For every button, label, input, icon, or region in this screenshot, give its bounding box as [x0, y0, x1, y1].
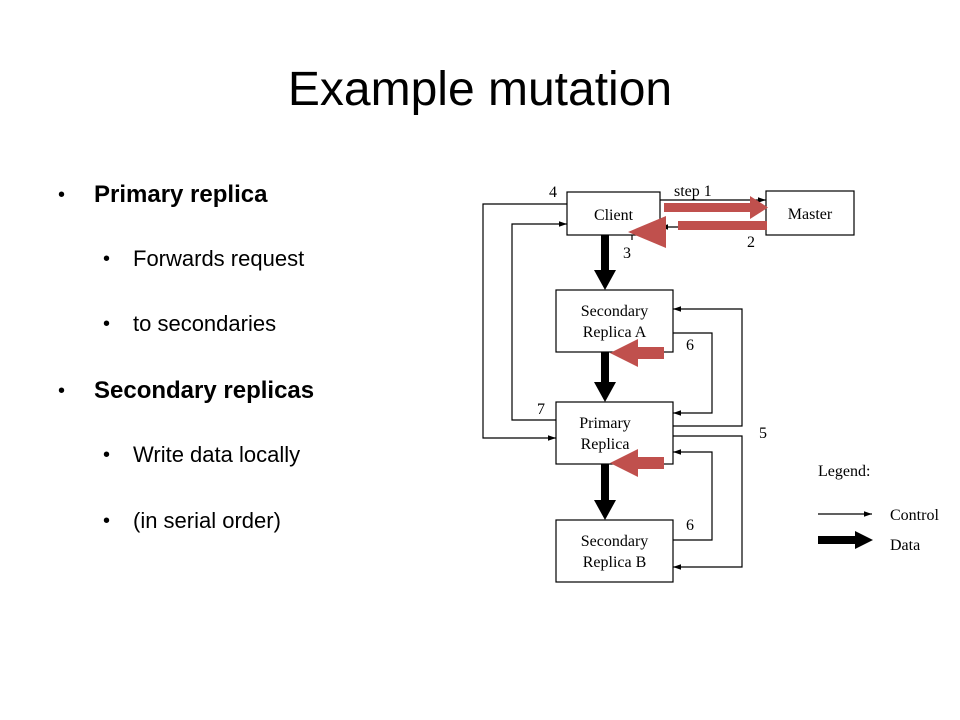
bullet-dot-icon: •	[103, 510, 111, 532]
step-6a-label: 6	[686, 337, 694, 354]
bullet-dot-icon: •	[58, 380, 66, 402]
secondary-replica-b-box	[555, 519, 674, 583]
step-3-label: 3	[623, 245, 631, 262]
step-5-label: 5	[759, 425, 767, 442]
highlight-arrow-head-icon	[750, 196, 768, 219]
step4-control-arrow	[482, 203, 567, 441]
secondary-a-label-line2: Replica A	[583, 324, 647, 341]
bullet-text: Secondary replicas	[94, 377, 315, 404]
highlight-arrow-head-icon	[628, 216, 666, 248]
step-2-label: 2	[747, 234, 755, 251]
bullet-text: Write data locally	[133, 442, 301, 467]
bullet-text: Primary replica	[94, 181, 268, 208]
step-1-label: step 1	[674, 183, 712, 200]
secondary-b-label-line1: Secondary	[581, 533, 649, 550]
secondary-a-label-line1: Secondary	[581, 303, 649, 320]
client-label: Client	[594, 207, 634, 224]
highlight-arrow-head-icon	[610, 339, 638, 367]
highlight-arrow-to-master	[664, 203, 752, 212]
mutation-flow-diagram: Client Master Secondary Replica A Primar…	[482, 183, 939, 583]
master-label: Master	[788, 206, 833, 223]
legend-control-label: Control	[890, 507, 939, 524]
step-6b-label: 6	[686, 517, 694, 534]
data-arrow-head-icon	[594, 500, 616, 520]
highlight-arrow-secondary-a	[636, 347, 664, 359]
highlight-arrows	[610, 196, 768, 477]
slide-title: Example mutation	[287, 63, 673, 116]
bullet-text: to secondaries	[133, 311, 277, 336]
step5-control-arrow-a	[673, 306, 743, 427]
legend-data-arrow-head-icon	[855, 531, 873, 549]
highlight-arrow-primary	[636, 457, 664, 469]
step5-control-arrow-b	[673, 435, 743, 570]
step-7-label: 7	[537, 401, 545, 418]
legend-data-label: Data	[890, 537, 920, 554]
step6-control-arrow-b	[673, 449, 713, 541]
primary-replica-box	[555, 401, 674, 465]
master-box	[765, 190, 855, 236]
highlight-arrow-to-client	[678, 221, 767, 230]
bullet-dot-icon: •	[58, 184, 66, 206]
legend-title: Legend:	[818, 463, 870, 480]
bullet-dot-icon: •	[103, 444, 111, 466]
step-4-label: 4	[549, 184, 557, 201]
bullet-text: (in serial order)	[133, 508, 281, 533]
step6-control-arrow-a	[673, 332, 713, 416]
secondary-b-label-line2: Replica B	[583, 554, 647, 571]
primary-label-line2: Replica	[581, 436, 630, 453]
step7-control-arrow	[511, 221, 567, 421]
bullet-dot-icon: •	[103, 313, 111, 335]
data-arrow-head-icon	[594, 270, 616, 290]
primary-label-line1: Primary	[579, 415, 631, 432]
bullet-text: Forwards request	[133, 246, 305, 271]
secondary-replica-a-box	[555, 289, 674, 353]
highlight-arrow-head-icon	[610, 449, 638, 477]
bullet-dot-icon: •	[103, 248, 111, 270]
data-arrow-head-icon	[594, 382, 616, 402]
